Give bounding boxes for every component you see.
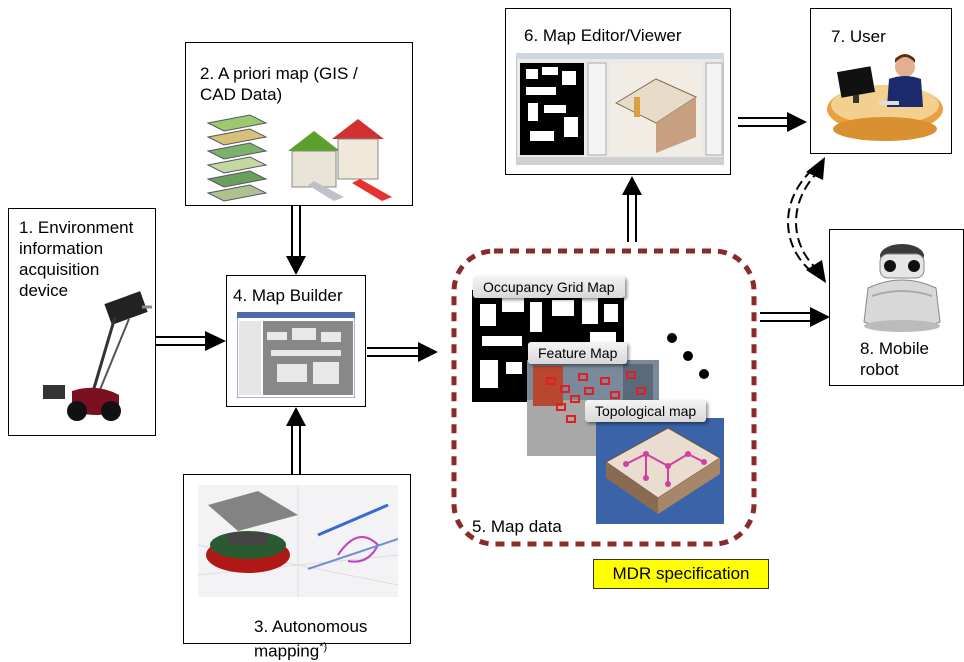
mdr-specification-badge: MDR specification — [593, 559, 769, 589]
map-builder-label: 4. Map Builder — [233, 286, 343, 305]
topological-map-tag: Topological map — [585, 400, 707, 422]
topological-map-image — [596, 418, 724, 524]
feature-map-tag: Feature Map — [528, 342, 628, 364]
box-mobile-robot: 8. Mobile robot — [829, 229, 964, 386]
more-layers-dots — [667, 333, 709, 379]
autonomous-footnote-mark: *) — [319, 641, 328, 653]
user-at-desk-image — [827, 54, 943, 141]
autonomous-mapping-text: 3. Autonomous mapping — [254, 617, 368, 661]
map-builder-screenshot — [237, 312, 355, 398]
arrow-editor-to-user — [738, 112, 807, 132]
box-user: 7. User — [810, 8, 952, 154]
arrow-env-to-builder — [156, 331, 226, 351]
map-data-label: 5. Map data — [472, 517, 562, 536]
occupancy-grid-tag: Occupancy Grid Map — [473, 276, 625, 298]
apriori-map-label: 2. A priori map (GIS / CAD Data) — [200, 64, 358, 104]
box-map-builder: 4. Map Builder — [226, 275, 366, 407]
box-environment-device: 1. Environment information acquisition d… — [8, 208, 156, 436]
connector-layer — [156, 112, 830, 474]
arrow-mapdata-to-robot — [760, 307, 830, 327]
arrow-user-robot-bidirectional — [787, 157, 826, 283]
acquisition-device-image — [43, 291, 152, 421]
mobile-robot-image — [863, 244, 941, 332]
map-editor-label: 6. Map Editor/Viewer — [524, 26, 682, 45]
user-label: 7. User — [831, 27, 886, 46]
gis-layers-image — [206, 114, 268, 202]
arrow-apriori-to-builder — [286, 206, 306, 275]
autonomous-robot-image — [198, 485, 398, 597]
map-editor-screenshot — [516, 53, 724, 165]
arrow-builder-to-mapdata — [367, 342, 438, 362]
box-autonomous-mapping: 3. Autonomous mapping*) — [183, 474, 411, 661]
cad-model-image — [274, 111, 394, 201]
map-data-dashed-border — [451, 248, 757, 547]
mobile-robot-label: 8. Mobile robot — [860, 339, 929, 379]
autonomous-mapping-label: 3. Autonomous mapping*) — [254, 595, 367, 662]
arrow-autonomous-to-builder — [286, 407, 306, 474]
box-map-editor: 6. Map Editor/Viewer — [505, 8, 731, 175]
box-apriori-map: 2. A priori map (GIS / CAD Data) — [185, 42, 413, 206]
arrow-mapdata-to-editor — [622, 176, 642, 242]
env-device-label: 1. Environment information acquisition d… — [19, 218, 134, 300]
